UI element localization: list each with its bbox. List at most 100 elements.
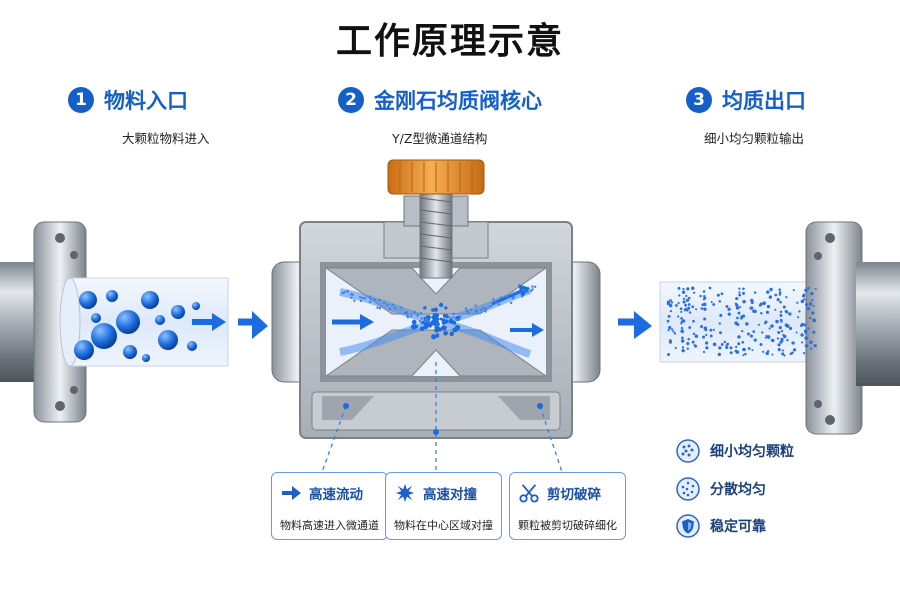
particle [774, 308, 777, 311]
particle [752, 330, 756, 333]
step-2-number: 2 [338, 87, 364, 113]
particle [703, 326, 708, 331]
particle [465, 309, 469, 313]
particle [432, 312, 439, 319]
particle [781, 339, 784, 342]
particle [475, 309, 478, 312]
particle [776, 337, 780, 340]
particle [497, 303, 500, 306]
page-title: 工作原理示意 [335, 21, 564, 62]
card-title: 高速对撞 [423, 487, 477, 503]
particle [703, 317, 707, 321]
particle [789, 326, 793, 331]
particle [783, 354, 786, 357]
particle [705, 346, 709, 350]
particle [423, 324, 429, 330]
particle [413, 310, 416, 314]
particle [774, 293, 778, 297]
particle [469, 308, 473, 312]
particle [363, 297, 367, 300]
particle [694, 334, 699, 339]
particle [116, 310, 140, 334]
particle [803, 323, 807, 327]
particle [801, 341, 804, 344]
particle [804, 332, 807, 335]
particle [681, 348, 685, 353]
particle [795, 331, 798, 334]
particle [700, 324, 704, 328]
particle [800, 322, 805, 327]
particle [677, 286, 681, 290]
particle [515, 292, 519, 296]
particle [777, 343, 781, 347]
particle [359, 299, 363, 303]
particle [760, 311, 763, 315]
particle [736, 351, 739, 354]
particle [448, 318, 454, 324]
particle [796, 301, 799, 304]
particle [751, 306, 754, 309]
particle [739, 305, 742, 309]
particle [686, 287, 690, 291]
particle [669, 303, 673, 308]
feature-label: 分散均匀 [710, 482, 766, 498]
particle [482, 306, 485, 310]
particle [155, 315, 165, 325]
particle [350, 296, 353, 300]
particle [123, 345, 137, 359]
particle [688, 296, 691, 300]
particle [685, 294, 688, 298]
particle [779, 318, 783, 322]
card-shear-crush: 剪切破碎 颗粒被剪切破碎细化 [509, 472, 626, 540]
particle [141, 291, 159, 309]
particle [187, 341, 197, 351]
particle [783, 334, 787, 339]
particle [798, 310, 801, 313]
card-title: 剪切破碎 [547, 487, 601, 503]
particle [691, 305, 695, 309]
particle [684, 303, 688, 307]
particle [667, 314, 671, 318]
particle [769, 287, 773, 292]
particle [770, 324, 774, 328]
particle [718, 300, 722, 303]
particle [376, 306, 379, 309]
particle [727, 312, 731, 316]
particle [677, 301, 680, 305]
particle [343, 290, 346, 294]
arrow-right-icon [282, 486, 301, 500]
particle [433, 307, 438, 312]
particle [522, 288, 525, 292]
particle [669, 299, 672, 302]
particle [411, 319, 417, 325]
particle [805, 303, 809, 307]
particle [91, 323, 117, 349]
particle [419, 326, 425, 332]
particle [778, 326, 782, 330]
particle [771, 338, 775, 343]
particle [674, 346, 677, 350]
particle [750, 298, 754, 303]
burst-icon [395, 483, 415, 503]
feature-fine-particles: 细小均匀颗粒 [676, 439, 794, 463]
particle [680, 339, 685, 343]
feature-stable-reliable: 稳定可靠 [676, 514, 766, 538]
particle [767, 350, 770, 353]
particle [171, 305, 185, 319]
particle [682, 297, 686, 300]
particle [673, 332, 677, 335]
particle [718, 346, 722, 350]
particle [369, 300, 372, 304]
particle [742, 299, 746, 304]
particle [779, 314, 783, 317]
particle [492, 298, 495, 301]
particle [677, 315, 680, 318]
particle [383, 301, 386, 305]
particle [737, 335, 741, 339]
particle [702, 350, 706, 354]
step-1-label: 物料入口 [104, 89, 188, 113]
particle [346, 290, 349, 293]
particle [479, 308, 483, 312]
particle [749, 334, 753, 338]
